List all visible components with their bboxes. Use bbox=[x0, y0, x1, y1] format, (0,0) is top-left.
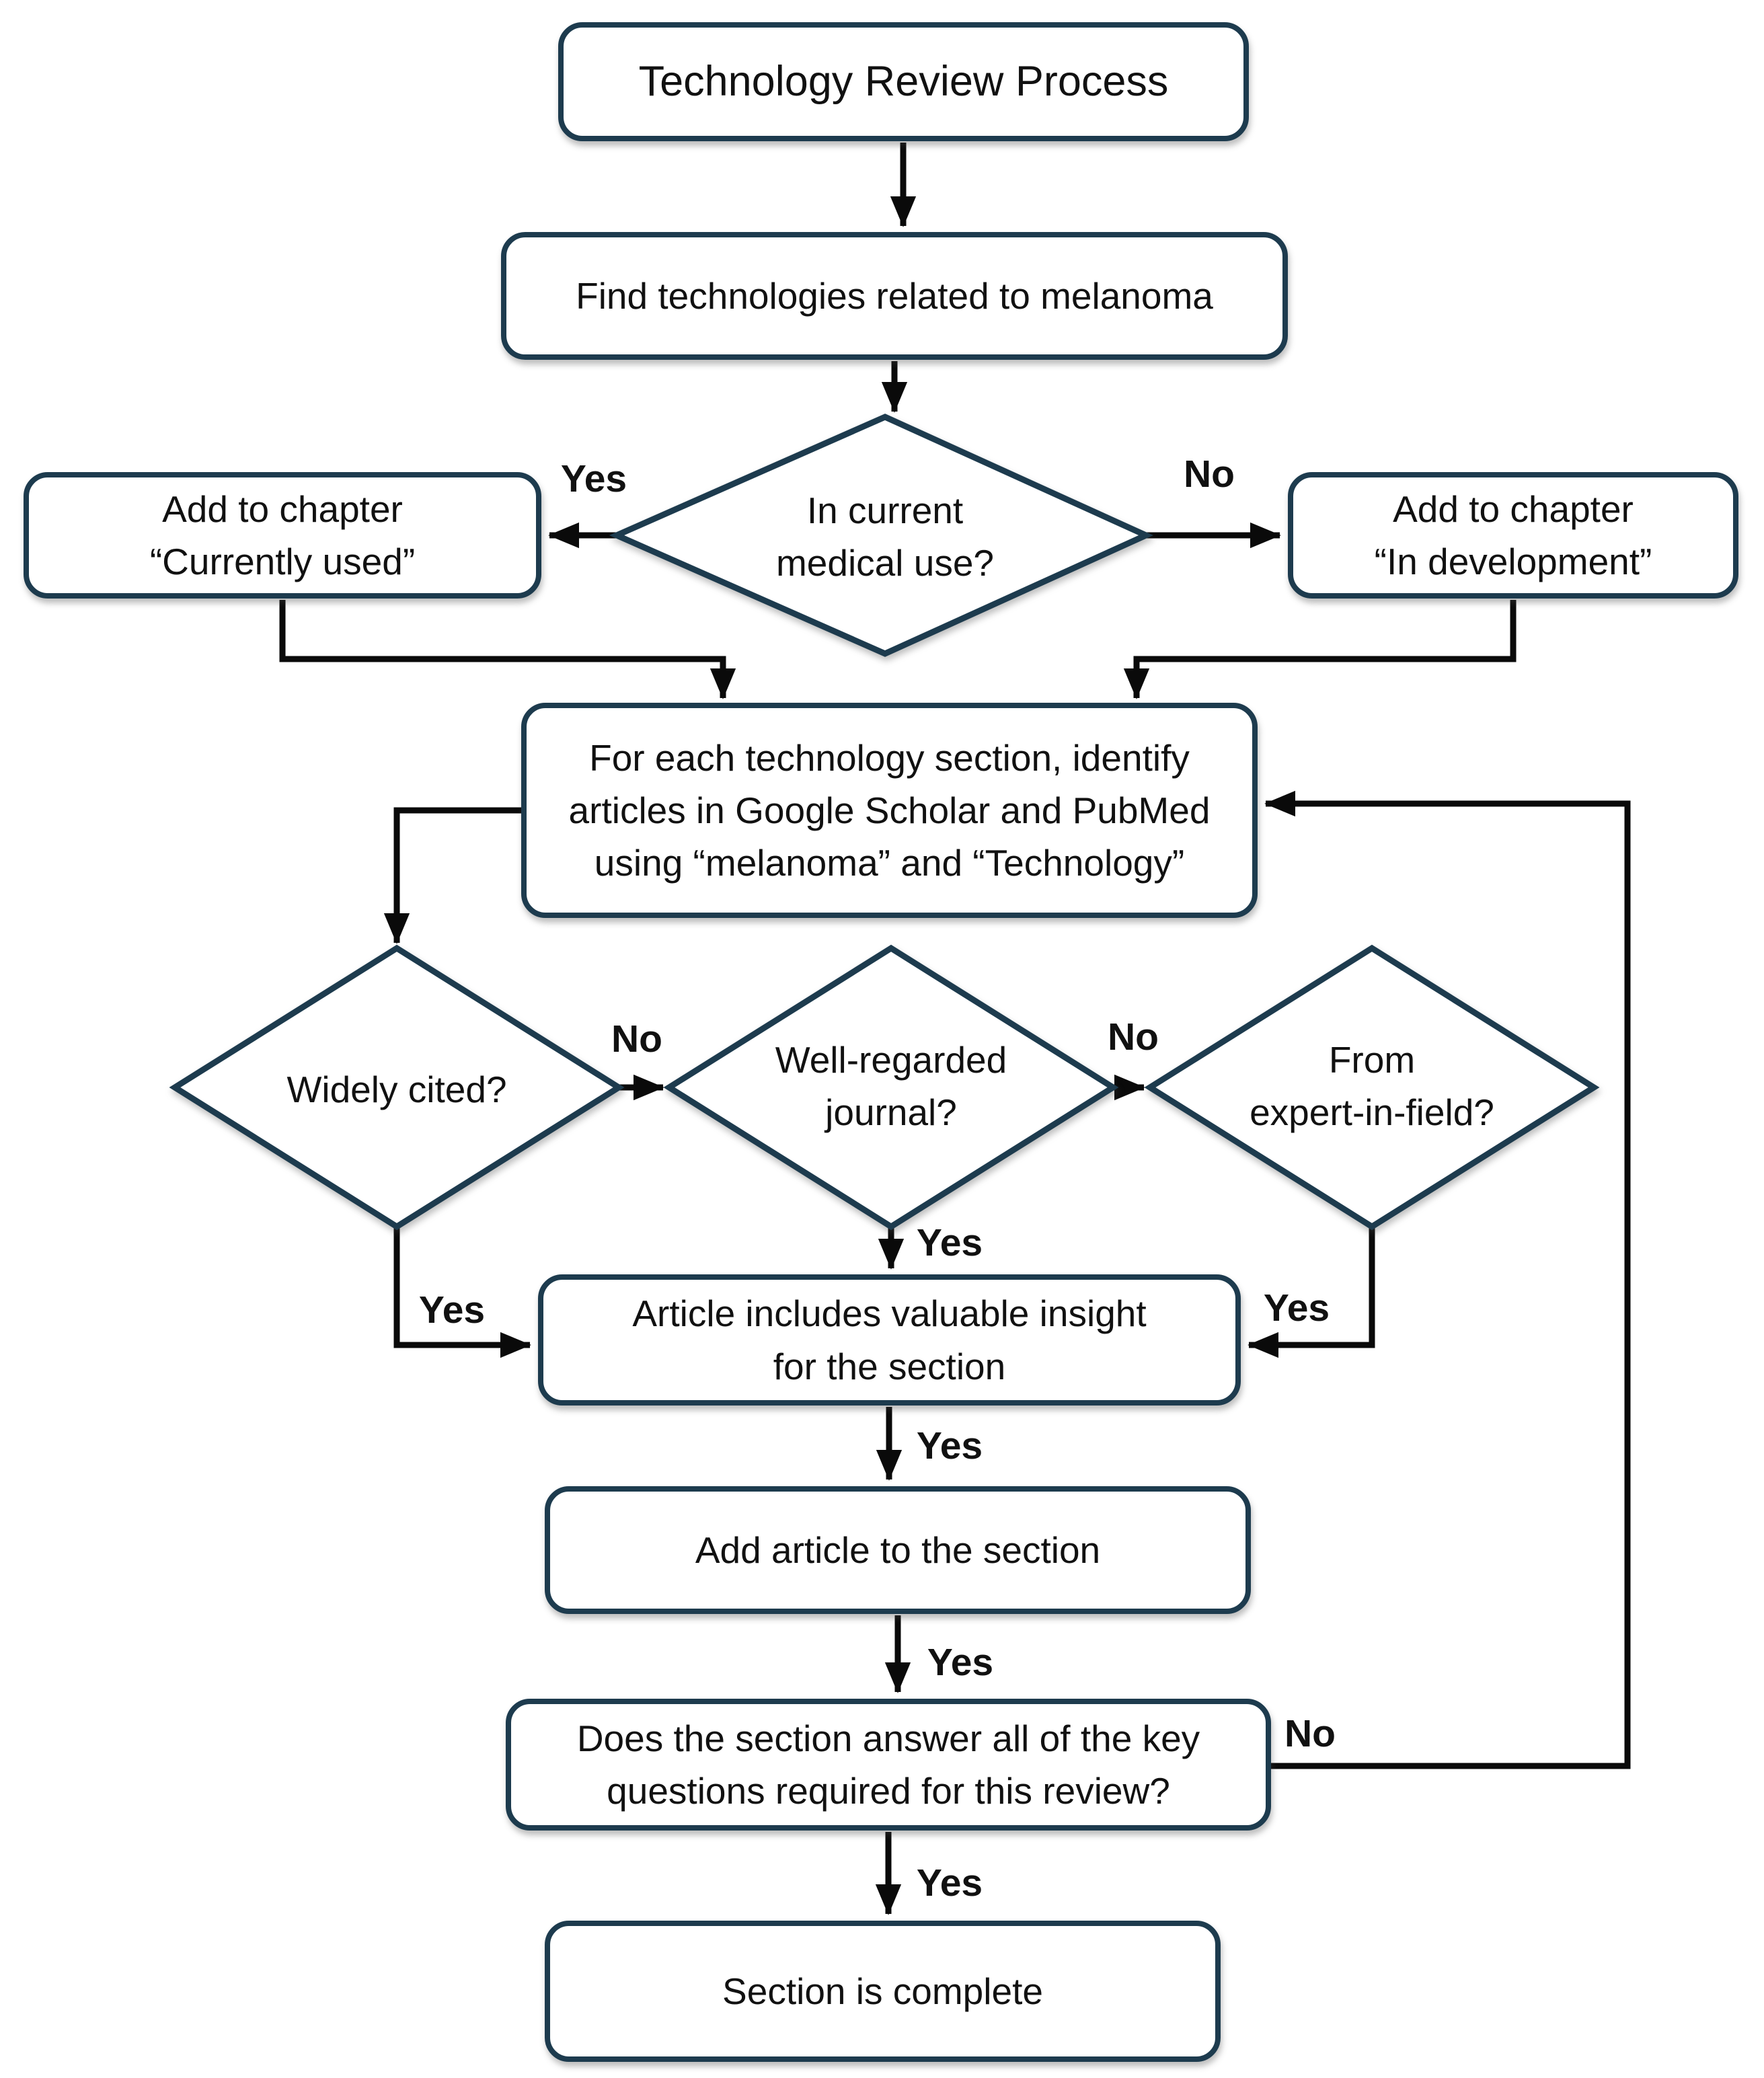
edge-currently-to-foreach bbox=[279, 600, 736, 699]
edge-label-medical-yes: Yes bbox=[560, 457, 627, 500]
decision-expert-label: From expert-in-field? bbox=[1157, 1034, 1587, 1139]
node-add-article-label: Add article to the section bbox=[695, 1529, 1101, 1571]
edge-widely-yes-to-article bbox=[393, 1227, 531, 1358]
decision-expert-line-1: From bbox=[1328, 1038, 1416, 1081]
decision-in-current-medical-use bbox=[609, 414, 1153, 657]
node-check-line-1: Does the section answer all of the key bbox=[576, 1717, 1200, 1759]
decision-expert-line-2: expert-in-field? bbox=[1250, 1091, 1494, 1133]
node-foreach-line-2: articles in Google Scholar and PubMed bbox=[568, 789, 1211, 831]
node-find-technologies: Find technologies related to melanoma bbox=[501, 232, 1288, 360]
decision-from-expert-in-field bbox=[1144, 944, 1600, 1231]
node-foreach-line-1: For each technology section, identify bbox=[589, 736, 1190, 779]
decision-medical-use-label: In current medical use? bbox=[677, 484, 1094, 589]
node-add-chapter-currently-used: Add to chapter “Currently used” bbox=[24, 472, 541, 599]
node-currently-line-1: Add to chapter bbox=[162, 488, 403, 530]
node-add-chapter-in-development: Add to chapter “In development” bbox=[1288, 472, 1738, 599]
node-development-line-2: “In development” bbox=[1374, 541, 1652, 582]
decision-journal-line-1: Well-regarded bbox=[775, 1038, 1007, 1081]
decision-widely-cited bbox=[169, 944, 625, 1231]
edge-foreach-to-widely bbox=[383, 807, 521, 944]
decision-journal-line-2: journal? bbox=[825, 1091, 957, 1133]
node-article-valuable-insight: Article includes valuable insight for th… bbox=[538, 1274, 1241, 1406]
node-identify-articles: For each technology section, identify ar… bbox=[521, 703, 1258, 918]
edge-development-to-foreach bbox=[1123, 600, 1517, 699]
node-complete-label: Section is complete bbox=[722, 1970, 1043, 2012]
edge-label-journal-yes: Yes bbox=[916, 1221, 983, 1264]
node-check-line-2: questions required for this review? bbox=[607, 1770, 1170, 1812]
node-add-article-to-section: Add article to the section bbox=[545, 1486, 1251, 1614]
node-section-is-complete: Section is complete bbox=[545, 1921, 1221, 2062]
node-foreach-line-3: using “melanoma” and “Technology” bbox=[594, 842, 1185, 884]
edge-check-no-loop-to-foreach bbox=[1264, 790, 1631, 1769]
edge-label-add-article-yes: Yes bbox=[927, 1641, 994, 1684]
decision-widely-line-1: Widely cited? bbox=[286, 1068, 507, 1110]
edge-label-expert-yes: Yes bbox=[1263, 1286, 1330, 1330]
edge-label-check-no: No bbox=[1284, 1712, 1336, 1755]
node-find-label: Find technologies related to melanoma bbox=[576, 274, 1213, 317]
edge-label-medical-no: No bbox=[1184, 453, 1235, 496]
node-currently-line-2: “Currently used” bbox=[149, 541, 416, 582]
decision-medical-line-1: In current bbox=[806, 489, 964, 531]
edge-expert-yes-to-article bbox=[1248, 1227, 1375, 1358]
decision-widely-cited-label: Widely cited? bbox=[195, 1063, 599, 1116]
node-article-line-1: Article includes valuable insight bbox=[632, 1293, 1147, 1335]
decision-journal-label: Well-regarded journal? bbox=[689, 1034, 1093, 1139]
decision-medical-line-2: medical use? bbox=[775, 542, 995, 584]
node-development-line-1: Add to chapter bbox=[1393, 488, 1634, 530]
decision-well-regarded-journal bbox=[663, 944, 1119, 1231]
edge-label-check-yes: Yes bbox=[916, 1861, 983, 1904]
edge-label-widely-no: No bbox=[611, 1017, 662, 1061]
node-section-answers-key-questions: Does the section answer all of the key q… bbox=[506, 1699, 1271, 1831]
node-title-label: Technology Review Process bbox=[638, 57, 1169, 105]
node-title: Technology Review Process bbox=[558, 22, 1249, 141]
edge-label-widely-yes: Yes bbox=[418, 1288, 486, 1332]
edge-label-article-yes: Yes bbox=[916, 1424, 983, 1467]
node-article-line-2: for the section bbox=[773, 1345, 1006, 1387]
edge-label-journal-no: No bbox=[1108, 1015, 1159, 1059]
